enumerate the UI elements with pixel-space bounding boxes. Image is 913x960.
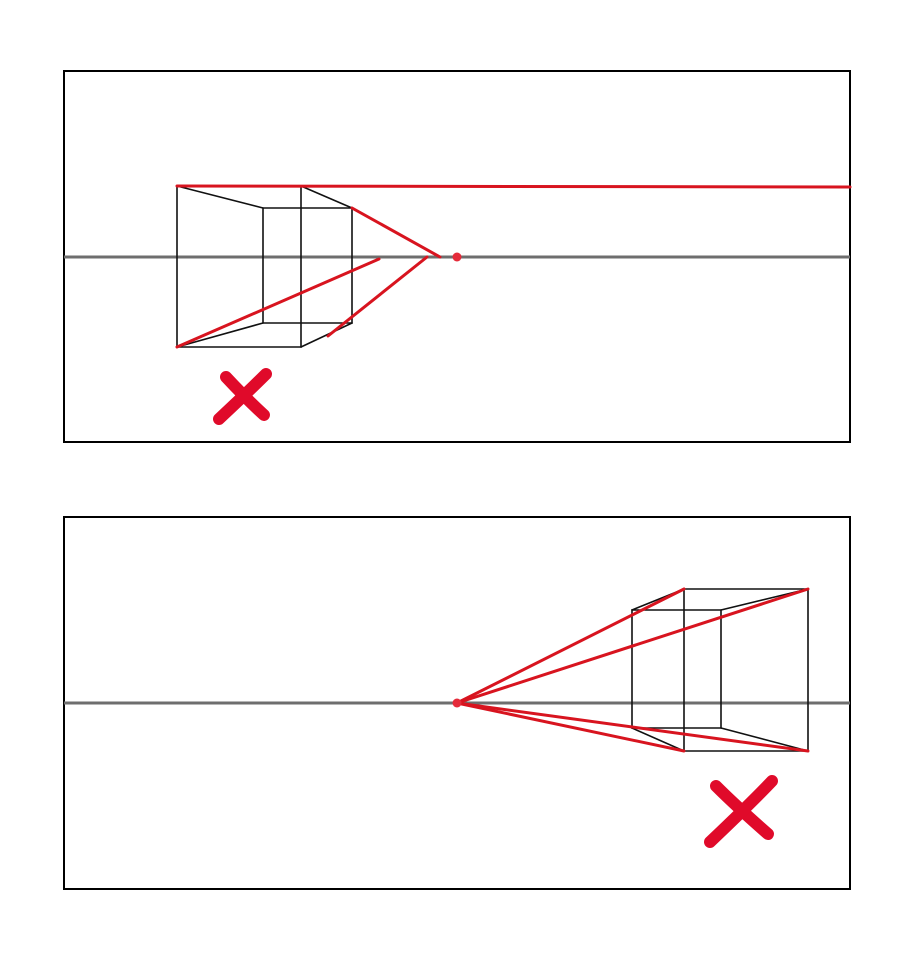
guide-line	[455, 701, 686, 753]
panel-bottom-wrong-example	[63, 516, 851, 890]
cube-edge	[300, 185, 353, 209]
cross-mark-icon	[704, 775, 778, 848]
vanishing-point	[452, 252, 462, 262]
cube-edge	[300, 322, 353, 348]
guide-line	[455, 701, 810, 753]
cross-mark-icon	[213, 368, 272, 425]
cube-wireframe	[176, 185, 353, 348]
guide-line	[455, 587, 686, 705]
cube-edge	[176, 185, 264, 209]
guide-line	[175, 257, 381, 349]
cube-back-face	[631, 609, 722, 729]
panel-top-wrong-example	[63, 70, 852, 443]
vanishing-point	[452, 698, 462, 708]
cube-edge	[720, 727, 809, 752]
cube-back-face	[262, 207, 353, 324]
vanishing-guides	[455, 587, 810, 753]
cube-edge	[176, 322, 264, 348]
vanishing-guides	[175, 184, 852, 349]
cube-edge	[631, 727, 685, 752]
guide-line	[455, 587, 810, 705]
cube-wireframe	[631, 588, 809, 752]
guide-line	[350, 206, 442, 259]
guide-line	[326, 255, 429, 338]
cube-front-face	[683, 588, 809, 752]
guide-line	[175, 184, 852, 189]
